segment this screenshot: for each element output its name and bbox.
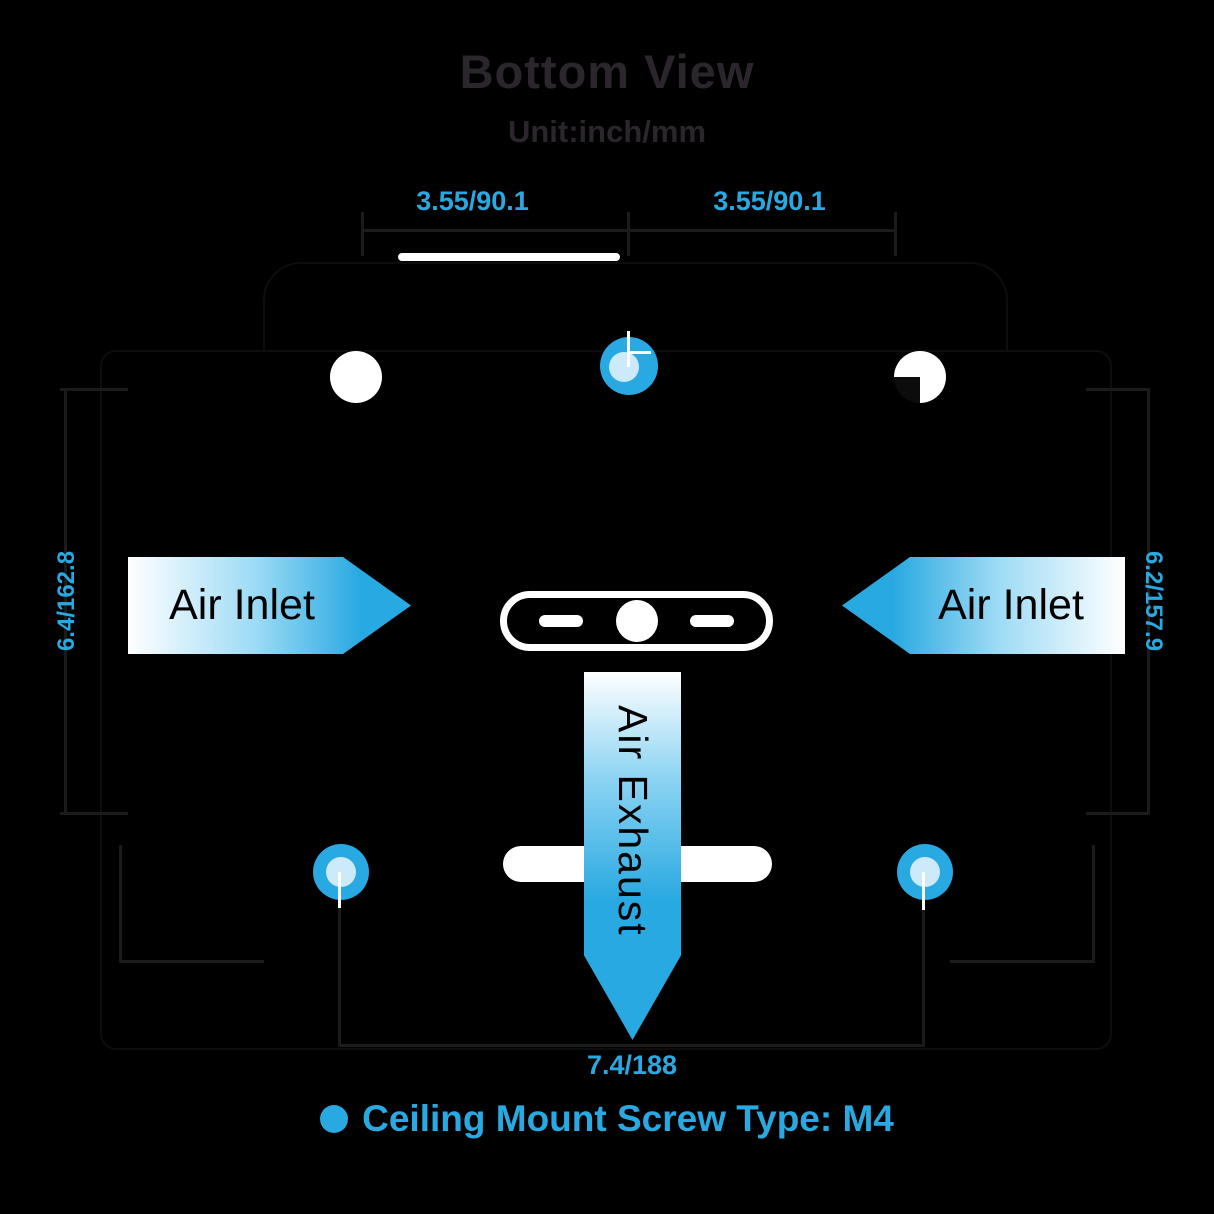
air-inlet-arrow-left: Air Inlet <box>128 557 411 654</box>
dim-tick <box>1086 812 1150 815</box>
dim-label-top-left: 3.55/90.1 <box>416 186 529 216</box>
connector-slot-left <box>539 615 583 627</box>
crosshair-mark <box>338 872 341 908</box>
crosshair-mark <box>629 351 651 354</box>
unit-note: Unit:inch/mm <box>507 114 707 149</box>
crosshair-mark <box>627 331 630 367</box>
dim-line-top <box>361 229 897 232</box>
dim-label-right-side: 6.2/157.9 <box>1140 550 1167 652</box>
ceiling-mount-screw-top-center <box>600 337 658 395</box>
ceiling-mount-screw-bottom-left <box>313 844 369 900</box>
air-inlet-label-right: Air Inlet <box>938 581 1084 629</box>
connector-slot-right <box>690 615 734 627</box>
corner-bracket <box>119 845 122 963</box>
air-inlet-arrow-right: Air Inlet <box>842 557 1125 654</box>
air-inlet-label-left: Air Inlet <box>169 581 315 629</box>
corner-bracket <box>1092 845 1095 963</box>
crosshair-mark <box>922 872 925 910</box>
dim-tick <box>1086 388 1150 391</box>
dim-ext-line <box>338 905 341 1047</box>
page-title: Bottom View <box>459 45 755 98</box>
dim-ext-line <box>922 905 925 1047</box>
air-exhaust-arrow: Air Exhaust <box>584 672 681 1040</box>
dim-label-left-side: 6.4/162.8 <box>53 550 80 652</box>
screw-hole-top-left <box>330 351 382 403</box>
dim-tick <box>627 212 630 256</box>
screw-hole-inner <box>326 857 356 887</box>
dim-tick <box>60 812 128 815</box>
dim-line-left <box>64 388 67 815</box>
screw-hole-top-right <box>894 351 946 403</box>
dim-tick <box>894 212 897 256</box>
lens-edge-highlight <box>398 253 620 261</box>
corner-bracket <box>950 960 1095 963</box>
screw-hole-inner <box>910 857 940 887</box>
dim-label-top-right: 3.55/90.1 <box>713 186 826 216</box>
ceiling-mount-screw-dot-icon <box>320 1105 349 1133</box>
dim-tick <box>60 388 128 391</box>
connector-center-circle <box>615 600 658 642</box>
dim-line-right <box>1147 388 1150 815</box>
ceiling-mount-screw-bottom-right <box>897 844 953 900</box>
dim-tick <box>361 212 364 256</box>
screw-hole-inner <box>609 352 639 382</box>
dim-label-bottom: 7.4/188 <box>586 1050 678 1080</box>
center-connector-panel <box>500 591 773 651</box>
dim-line-bottom <box>338 1044 925 1047</box>
corner-bracket <box>119 960 264 963</box>
air-exhaust-label: Air Exhaust <box>610 705 656 937</box>
legend-text: Ceiling Mount Screw Type: M4 <box>362 1098 894 1139</box>
legend: Ceiling Mount Screw Type: M4 <box>0 1098 1214 1140</box>
